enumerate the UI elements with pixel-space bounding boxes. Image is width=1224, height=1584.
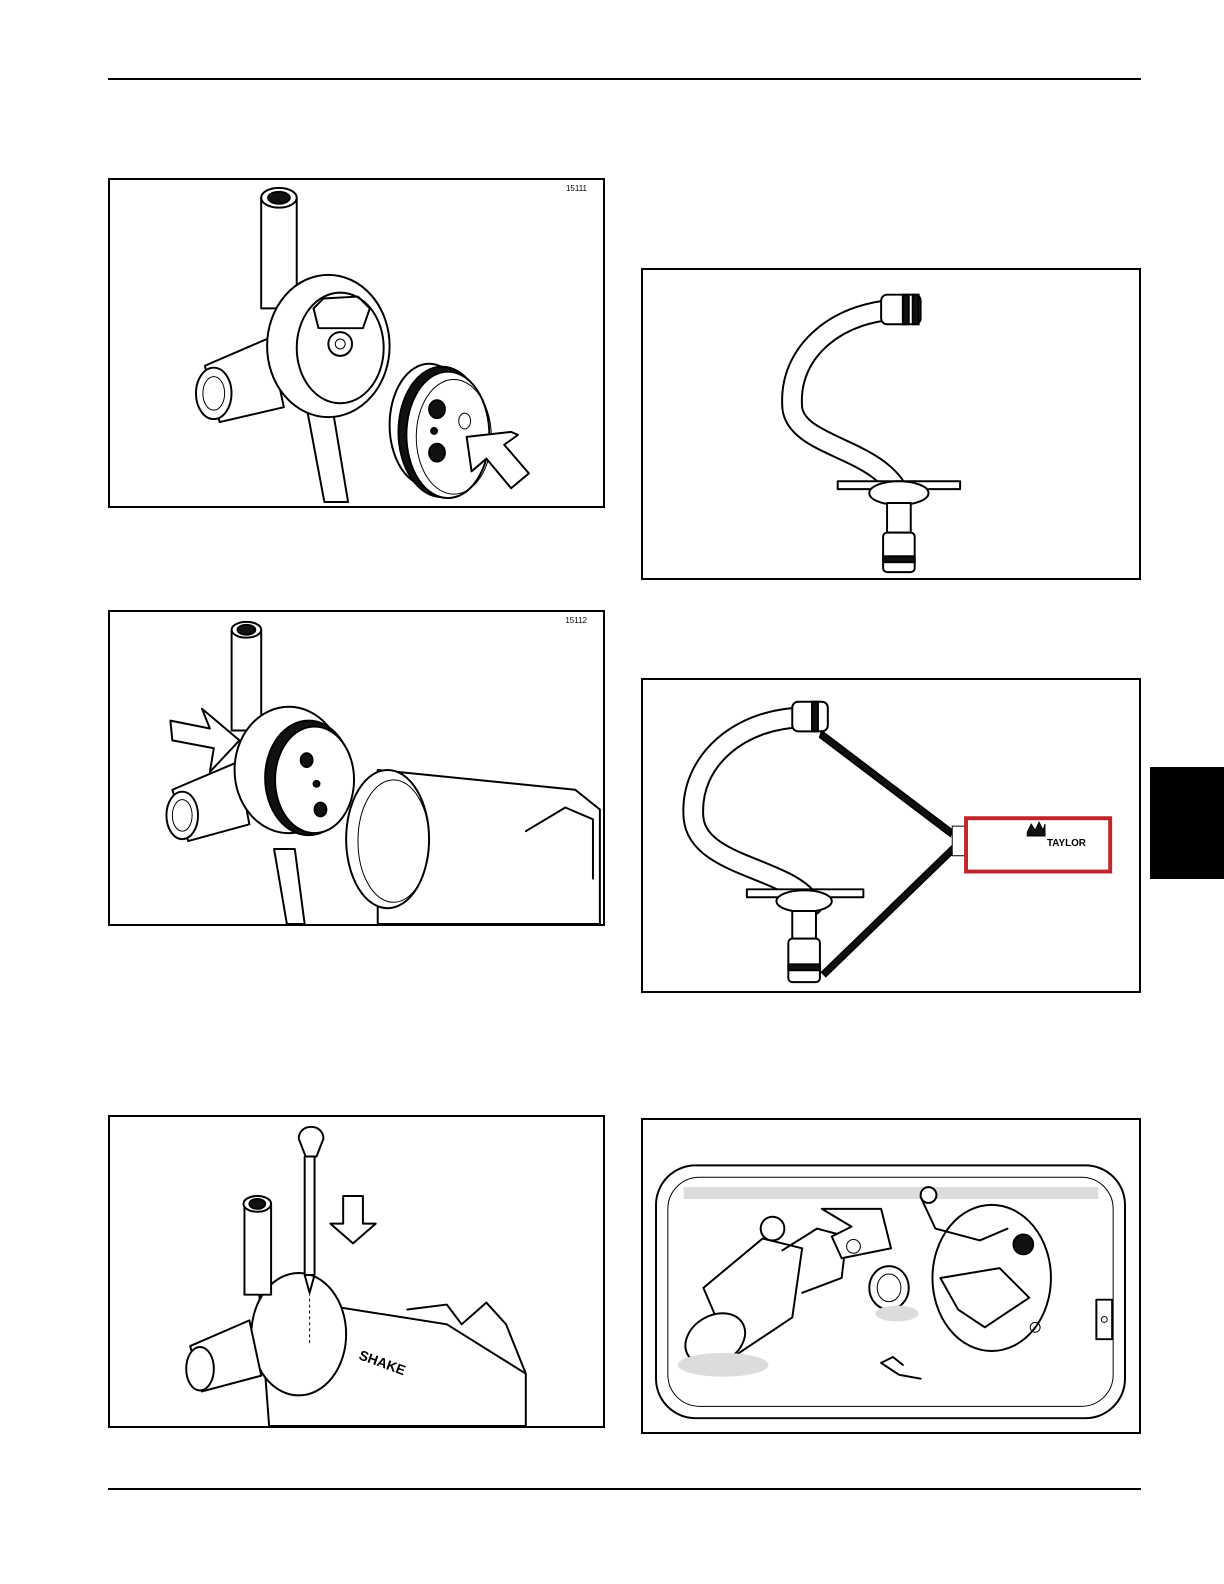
feed-tube-illustration xyxy=(643,270,1139,578)
figure-feed-tube xyxy=(641,268,1141,580)
section-tab xyxy=(1150,767,1224,879)
figure-valve-body-insert: 15111 xyxy=(108,178,605,508)
feed-tube-lubrication-illustration: TAYLOR xyxy=(643,680,1139,991)
figure-parts-in-sink xyxy=(641,1118,1141,1434)
valve-body-cylinder-illustration xyxy=(110,612,603,924)
valve-body-insert-illustration xyxy=(110,180,603,506)
header-rule xyxy=(108,78,1141,80)
pin-insertion-illustration: SHAKE xyxy=(110,1117,603,1426)
lubricant-brand: TAYLOR xyxy=(1047,838,1086,849)
figure-pin-insertion: SHAKE xyxy=(108,1115,605,1428)
figure-valve-body-to-cylinder: 15112 xyxy=(108,610,605,926)
parts-in-sink-illustration xyxy=(643,1120,1139,1432)
figure-feed-tube-lubrication: TAYLOR xyxy=(641,678,1141,993)
footer-rule xyxy=(108,1488,1141,1490)
